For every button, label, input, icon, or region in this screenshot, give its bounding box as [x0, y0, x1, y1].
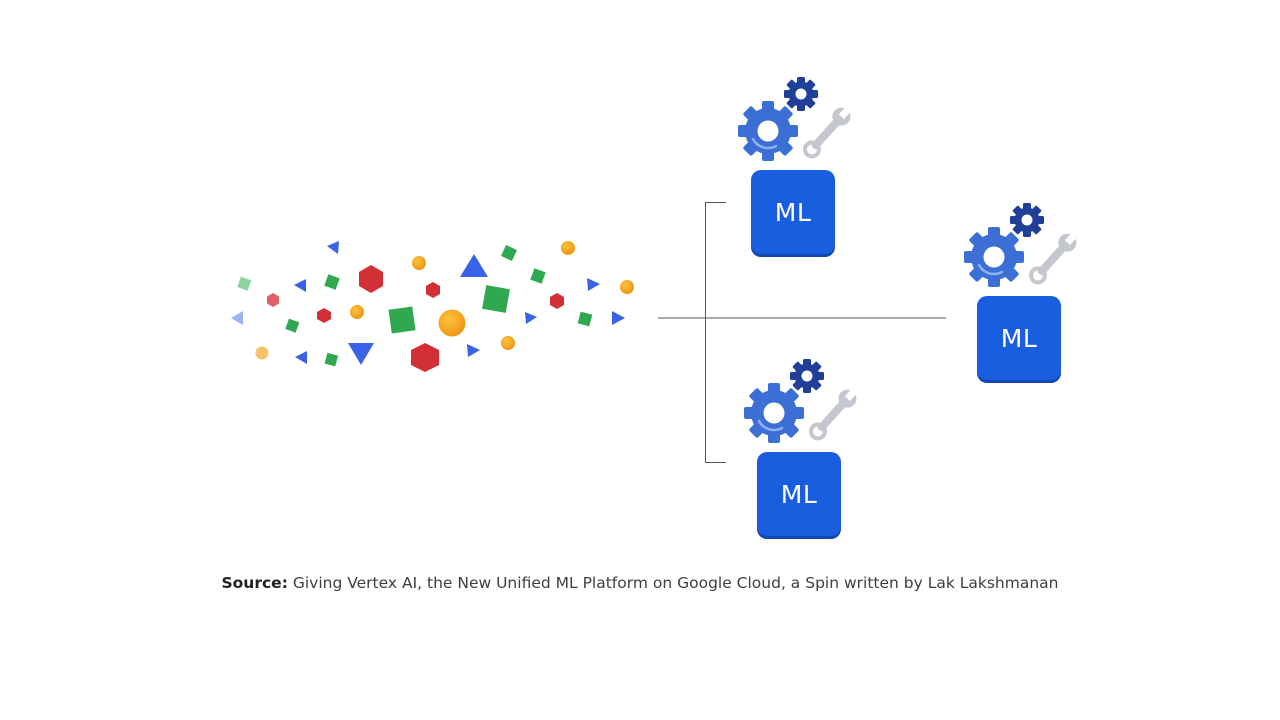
small-gear-icon: [784, 77, 818, 111]
green-square-shape: [501, 245, 517, 261]
orange-circle-shape: [501, 336, 515, 350]
blue-triangle-shape: [467, 344, 480, 357]
blue-triangle-shape: [525, 312, 537, 324]
green-square-shape: [482, 285, 510, 313]
blue-triangle-shape: [348, 343, 374, 365]
green-square-shape: [285, 318, 300, 333]
red-hexagon-shape: [550, 293, 564, 309]
orange-circle-shape: [350, 305, 364, 319]
red-hexagon-shape: [267, 293, 279, 307]
source-caption-text: Giving Vertex AI, the New Unified ML Pla…: [292, 574, 1059, 592]
blue-triangle-shape: [295, 351, 307, 364]
connector-lines: [658, 202, 946, 463]
green-square-shape: [324, 352, 339, 367]
gears-wrench-icon-group: [744, 359, 859, 443]
red-hexagon-shape: [426, 282, 440, 298]
orange-circle-shape: [412, 256, 426, 270]
orange-circle-shape: [438, 309, 466, 337]
green-square-shape: [324, 274, 340, 290]
blue-triangle-shape: [231, 311, 243, 325]
gear-icon: [738, 101, 798, 161]
ml-model-box-right: ML: [977, 296, 1061, 380]
ml-model-box-bottom: ML: [757, 452, 841, 536]
source-caption: Source: Giving Vertex AI, the New Unifie…: [0, 574, 1280, 592]
green-square-shape: [388, 306, 416, 334]
gears-wrench-icon-group: [964, 203, 1079, 287]
red-hexagon-shape: [359, 265, 383, 293]
source-caption-prefix: Source:: [221, 574, 288, 592]
green-square-shape: [530, 268, 546, 284]
gears-wrench-icon-group: [738, 77, 853, 161]
red-hexagon-shape: [317, 308, 331, 323]
blue-triangle-shape: [327, 241, 339, 254]
green-square-shape: [237, 276, 252, 291]
gear-icon: [744, 383, 804, 443]
green-square-shape: [577, 311, 593, 327]
small-gear-icon: [1010, 203, 1044, 237]
wrench-icon: [808, 387, 859, 441]
small-gear-icon: [790, 359, 824, 393]
gear-icon: [964, 227, 1024, 287]
red-hexagon-shape: [411, 343, 439, 372]
orange-circle-shape: [620, 280, 634, 294]
blue-triangle-shape: [612, 311, 625, 325]
wrench-icon: [802, 105, 853, 159]
blue-triangle-shape: [294, 279, 306, 292]
ml-model-box-top: ML: [751, 170, 835, 254]
data-shapes-cluster: [231, 241, 634, 372]
blue-triangle-shape: [460, 254, 488, 277]
orange-circle-shape: [255, 346, 269, 360]
orange-circle-shape: [561, 241, 575, 255]
blue-triangle-shape: [587, 278, 600, 291]
wrench-icon: [1028, 231, 1079, 285]
